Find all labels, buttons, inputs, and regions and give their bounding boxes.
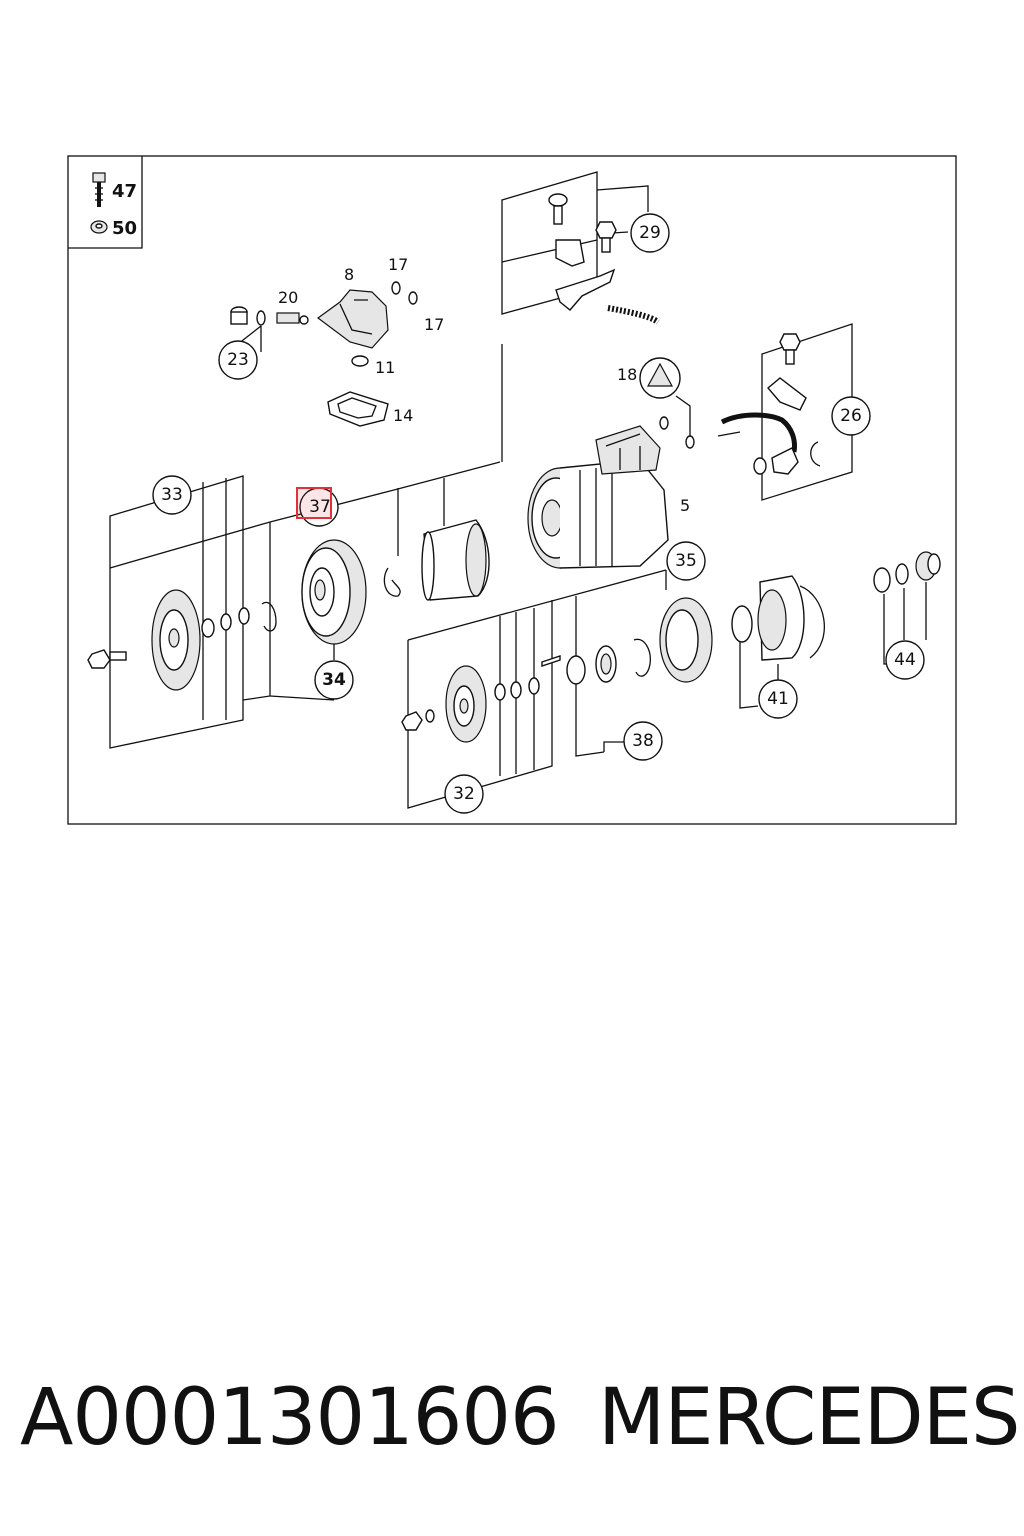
clutch-group-33 (87, 475, 277, 749)
callout-26-label: 26 (840, 406, 862, 426)
o-ring (408, 291, 418, 305)
washer-icon (90, 220, 108, 234)
bracket-group-26 (717, 323, 853, 501)
callout-41-label: 41 (767, 689, 789, 709)
o-ring (351, 355, 369, 367)
bracket-group-29 (501, 171, 660, 462)
seal-ring (256, 310, 266, 326)
bolt-icon (87, 649, 127, 669)
part-number: A0001301606 (20, 1373, 560, 1463)
part-label-17[interactable]: 17 (424, 315, 444, 334)
callout-38-label: 38 (632, 731, 654, 751)
callout-23-label: 23 (227, 350, 249, 370)
part-label-11[interactable]: 11 (375, 358, 395, 377)
mount-bracket (555, 268, 616, 311)
legend-washer-number: 50 (112, 218, 137, 239)
parts-exploded-diagram: 47 50 (67, 155, 957, 825)
part-label-17[interactable]: 17 (388, 255, 408, 274)
bolt-icon (92, 172, 106, 207)
part-label-14[interactable]: 14 (393, 406, 413, 425)
seal-kit-44 (873, 551, 941, 665)
valve-housing (316, 289, 389, 349)
clutch-group-32 (401, 569, 713, 809)
product-caption: A0001301606 MERCEDES (0, 1368, 1024, 1478)
diagram-frame (67, 155, 957, 825)
mount-bracket (555, 239, 585, 267)
legend-bolt-number: 47 (112, 181, 137, 202)
gasket (327, 391, 389, 427)
callout-44[interactable]: 44 (885, 640, 925, 680)
brand-name: MERCEDES (598, 1373, 1020, 1463)
part-label-5[interactable]: 5 (680, 496, 690, 515)
legend-box: 47 50 (68, 156, 143, 249)
callout-44-label: 44 (894, 650, 916, 670)
plug-icon (230, 306, 248, 325)
part-label-8[interactable]: 8 (344, 265, 354, 284)
valve-group (230, 281, 418, 427)
sensor-icon (276, 312, 309, 325)
relief-valve (639, 357, 695, 449)
compressor-body (527, 425, 669, 569)
bolt-icon (595, 221, 617, 253)
callout-37[interactable]: 37 (296, 487, 339, 527)
pulley-34 (269, 539, 367, 701)
bolt-icon (548, 193, 568, 225)
callout-34[interactable]: 34 (314, 660, 354, 700)
callout-38[interactable]: 38 (623, 721, 663, 761)
bearing-group (269, 461, 501, 601)
callout-35-label: 35 (675, 551, 697, 571)
callout-26[interactable]: 26 (831, 396, 871, 436)
part-label-20[interactable]: 20 (278, 288, 298, 307)
callout-37-label: 37 (309, 497, 331, 517)
callout-32-label: 32 (453, 784, 475, 804)
callout-32[interactable]: 32 (444, 774, 484, 814)
callout-33-label: 33 (161, 485, 183, 505)
wire-harness (607, 305, 660, 325)
o-ring (391, 281, 401, 295)
callout-23[interactable]: 23 (218, 340, 258, 380)
bolt-icon (779, 333, 801, 365)
callout-34-label: 34 (322, 670, 346, 690)
part-label-18[interactable]: 18 (617, 365, 637, 384)
nut-icon (401, 711, 423, 731)
callout-29[interactable]: 29 (630, 213, 670, 253)
callout-33[interactable]: 33 (152, 475, 192, 515)
field-coil-41 (731, 575, 825, 709)
callout-41[interactable]: 41 (758, 679, 798, 719)
callout-35[interactable]: 35 (666, 541, 706, 581)
callout-29-label: 29 (639, 223, 661, 243)
selected-part-highlight (296, 487, 332, 519)
